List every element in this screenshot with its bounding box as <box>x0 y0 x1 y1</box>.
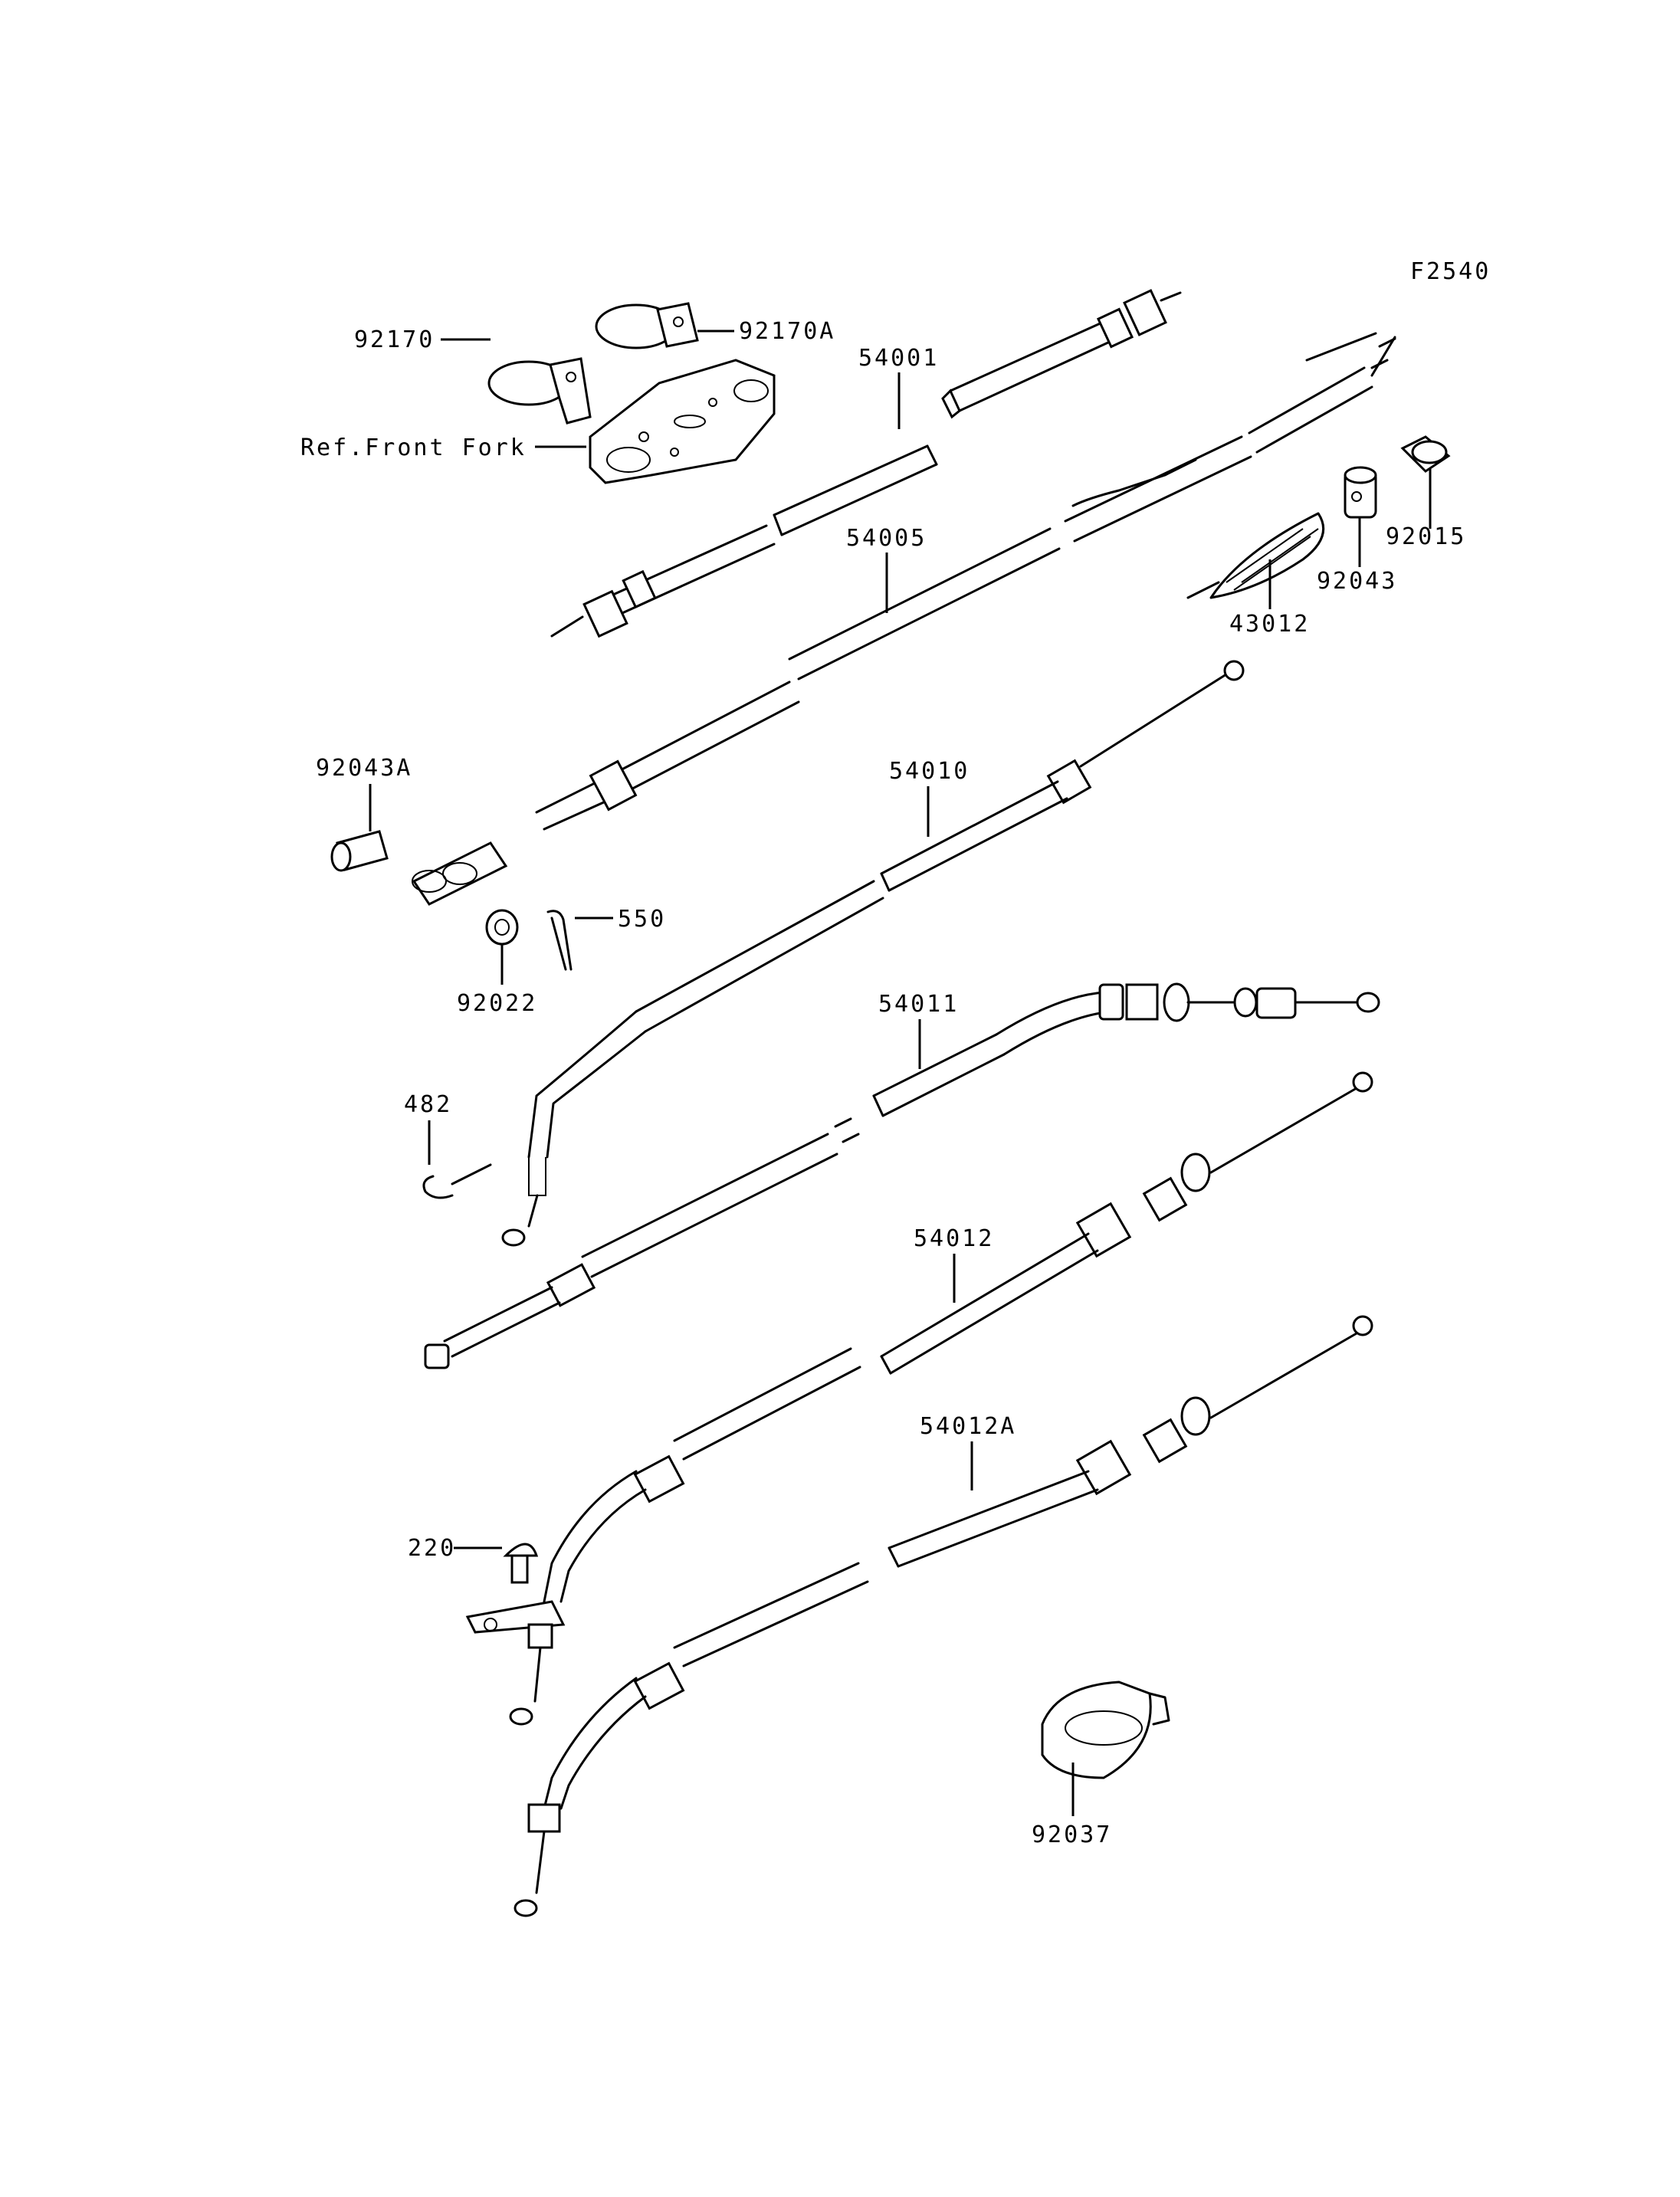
label-54012A: 54012A <box>920 1413 1016 1440</box>
pin-92043A <box>330 830 389 872</box>
label-43012: 43012 <box>1229 611 1310 638</box>
diagram-code: F2540 <box>1410 258 1491 285</box>
label-92043A: 92043A <box>316 755 412 782</box>
boot-43012 <box>1186 512 1325 599</box>
washer-92022 <box>485 909 519 946</box>
label-54001: 54001 <box>858 345 939 372</box>
cable-54012A <box>514 1315 1373 1917</box>
cable-54001 <box>550 289 1182 638</box>
cable-54012 <box>465 1071 1373 1726</box>
front-fork-bracket <box>589 359 776 484</box>
label-92022: 92022 <box>457 990 537 1017</box>
cable-54011 <box>424 982 1380 1369</box>
clamp-92170 <box>487 357 592 425</box>
label-92037: 92037 <box>1032 1822 1112 1848</box>
pin-92043 <box>1344 466 1377 519</box>
label-550: 550 <box>618 906 666 933</box>
nipple-92015 <box>1400 435 1451 473</box>
label-54005: 54005 <box>846 525 927 552</box>
label-54010: 54010 <box>889 758 970 785</box>
grommet-92037 <box>1041 1681 1170 1779</box>
clamp-92170A <box>595 302 699 349</box>
clip-482 <box>422 1163 492 1199</box>
label-92170: 92170 <box>354 326 435 353</box>
label-54012: 54012 <box>914 1225 994 1252</box>
label-ref-front-fork: Ref.Front Fork <box>300 434 527 461</box>
cable-54010 <box>501 660 1245 1247</box>
cable-54005 <box>412 332 1396 906</box>
leader-lines <box>369 330 1432 1816</box>
label-92170A: 92170A <box>739 318 835 345</box>
label-92043: 92043 <box>1317 568 1397 595</box>
screw-220 <box>503 1543 539 1584</box>
label-220: 220 <box>408 1535 456 1562</box>
cotter-pin-550 <box>546 910 573 971</box>
label-92015: 92015 <box>1386 523 1466 550</box>
label-54011: 54011 <box>878 991 959 1018</box>
label-482: 482 <box>404 1091 452 1118</box>
